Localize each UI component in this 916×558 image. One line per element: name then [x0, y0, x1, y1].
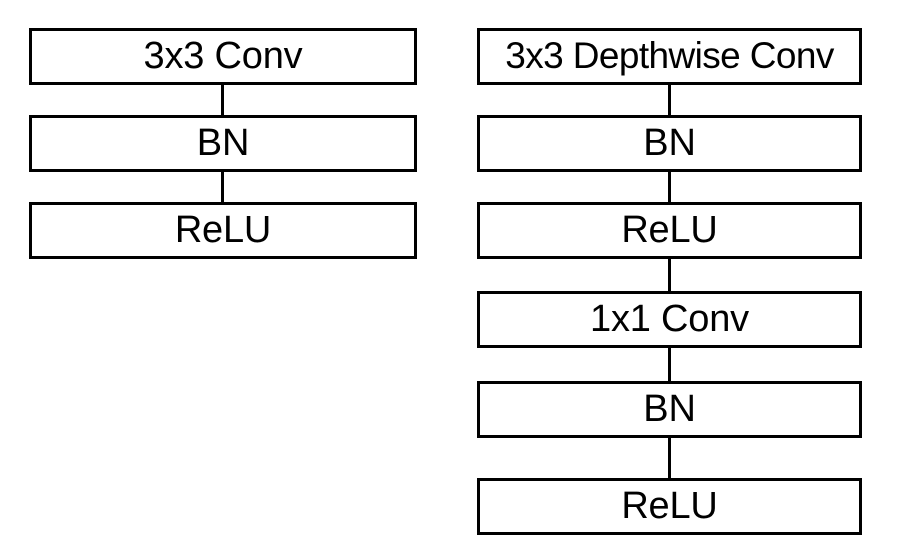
block-bn-3[interactable]: BN: [477, 381, 862, 438]
block-label: ReLU: [174, 208, 272, 251]
block-bn-1[interactable]: BN: [29, 115, 417, 172]
connector-bn-to-relu-3: [668, 438, 671, 478]
block-relu-3[interactable]: ReLU: [477, 478, 862, 535]
depthwise-separable-conv-column: 3x3 Depthwise Conv BN ReLU 1x1 Conv BN R…: [458, 0, 916, 558]
block-relu-1[interactable]: ReLU: [29, 202, 417, 259]
block-label: ReLU: [621, 484, 718, 527]
standard-conv-column: 3x3 Conv BN ReLU: [29, 28, 417, 259]
block-relu-2[interactable]: ReLU: [477, 202, 862, 259]
connector-relu-to-1x1conv: [668, 259, 671, 291]
block-label: BN: [643, 387, 696, 430]
connector-1x1conv-to-bn: [668, 348, 671, 381]
block-label: 3x3 Depthwise Conv: [505, 35, 834, 76]
connector-bn-to-relu: [221, 172, 224, 202]
block-label: 1x1 Conv: [590, 297, 749, 340]
block-3x3-conv[interactable]: 3x3 Conv: [29, 28, 417, 85]
block-1x1-conv[interactable]: 1x1 Conv: [477, 291, 862, 348]
block-label: 3x3 Conv: [143, 34, 303, 77]
block-label: BN: [196, 121, 250, 164]
block-label: ReLU: [621, 208, 718, 251]
block-3x3-depthwise-conv[interactable]: 3x3 Depthwise Conv: [477, 28, 862, 85]
block-bn-2[interactable]: BN: [477, 115, 862, 172]
connector-bn-to-relu-2: [668, 172, 671, 202]
connector-conv-to-bn: [221, 85, 224, 115]
block-label: BN: [643, 121, 696, 164]
connector-depthwise-to-bn: [668, 85, 671, 115]
